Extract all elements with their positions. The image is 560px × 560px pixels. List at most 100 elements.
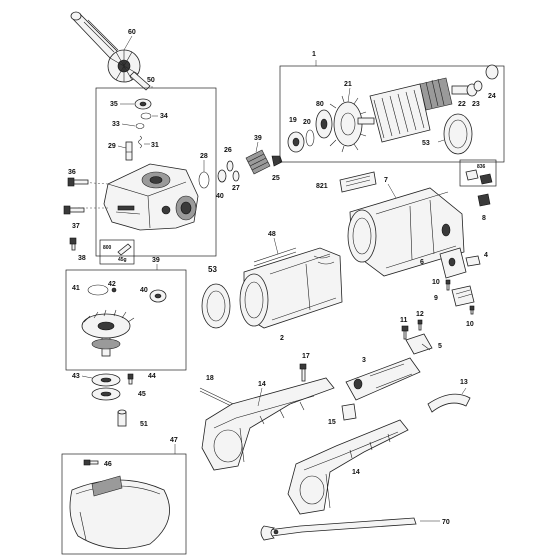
callout-19: 19 [289, 117, 297, 124]
fan-baffle-80 [315, 109, 333, 139]
nut-40-lower [149, 289, 167, 303]
callout-17: 17 [302, 353, 310, 360]
callout-821: 821 [316, 183, 328, 190]
callout-13: 13 [460, 379, 468, 386]
callout-37: 37 [72, 223, 80, 230]
bearing-19 [287, 131, 305, 153]
gear-head-group-box [95, 87, 217, 257]
motor-housing-7 [347, 187, 465, 277]
callout-2: 2 [280, 335, 284, 342]
callout-7: 7 [384, 177, 388, 184]
callout-11: 11 [400, 317, 408, 324]
callout-43: 43 [72, 373, 80, 380]
nut-25 [271, 155, 283, 167]
callout-26: 26 [224, 147, 232, 154]
callout-1: 1 [312, 51, 316, 58]
stator-2 [239, 247, 343, 329]
screw-10-b [469, 305, 475, 315]
armature-group-box [279, 65, 505, 163]
callout-31: 31 [151, 142, 159, 149]
side-handle [70, 11, 151, 91]
outer-flange-45 [91, 387, 121, 401]
grease-tube [117, 243, 132, 256]
brush-8 [477, 193, 491, 207]
screw-46 [83, 459, 99, 466]
callout-14-lower: 14 [352, 469, 360, 476]
o-ring-28 [198, 171, 210, 189]
guard-group-box [61, 453, 187, 555]
screw-10-a [445, 279, 451, 291]
callout-18: 18 [206, 375, 214, 382]
circlip-33 [135, 123, 145, 129]
callout-14-top: 14 [258, 381, 266, 388]
callout-39-top: 39 [254, 135, 262, 142]
grease-quantity: 45g [118, 257, 127, 263]
rear-handle-upper-14 [201, 377, 335, 471]
callout-10-a: 10 [432, 279, 440, 286]
callout-70: 70 [442, 519, 450, 526]
wheel-guard [69, 475, 170, 549]
callout-40-top: 40 [216, 193, 224, 200]
callout-80: 80 [316, 101, 324, 108]
callout-40-lower: 40 [140, 287, 148, 294]
brush-kit-part [465, 169, 479, 181]
callout-36: 36 [68, 169, 76, 176]
ring-53-lower [201, 283, 231, 329]
washer-40 [217, 169, 227, 183]
wire-48 [253, 247, 297, 267]
callout-60: 60 [128, 29, 136, 36]
spanner-70 [260, 517, 417, 541]
washer-20 [305, 129, 315, 147]
callout-51: 51 [140, 421, 148, 428]
spindle-lock-29 [125, 141, 133, 161]
callout-15: 15 [328, 419, 336, 426]
callout-8: 8 [482, 215, 486, 222]
callout-22: 22 [458, 101, 466, 108]
callout-45: 45 [138, 391, 146, 398]
callout-10-b: 10 [466, 321, 474, 328]
screw-12 [417, 319, 423, 331]
brush-holder-9 [451, 285, 475, 307]
callout-29: 29 [108, 143, 116, 150]
callout-48: 48 [268, 231, 276, 238]
callout-25: 25 [272, 175, 280, 182]
callout-44: 44 [148, 373, 156, 380]
callout-39-box: 39 [152, 257, 160, 264]
callout-27: 27 [232, 185, 240, 192]
circlip-34 [140, 112, 152, 120]
bearing-35 [134, 98, 152, 110]
callout-53-lower: 53 [208, 265, 217, 274]
callout-35: 35 [110, 101, 118, 108]
stud-51 [117, 409, 127, 427]
brush-kit-box [459, 159, 497, 187]
screw-11 [401, 325, 409, 340]
switch-plate-15 [341, 403, 357, 421]
callout-800: 800 [103, 245, 112, 251]
pinion-gear-39 [245, 149, 271, 175]
pin-42 [111, 287, 117, 293]
callout-47: 47 [170, 437, 178, 444]
callout-24: 24 [488, 93, 496, 100]
label-821 [339, 171, 377, 193]
ring-53-top [443, 113, 473, 155]
rear-handle-lower-14 [287, 419, 409, 515]
armature [357, 77, 469, 143]
washer-26 [226, 160, 234, 172]
callout-38: 38 [78, 255, 86, 262]
cap-24 [485, 64, 499, 80]
screw-36 [67, 177, 89, 187]
callout-53-top: 53 [422, 140, 430, 147]
callout-42: 42 [108, 281, 116, 288]
grease-box [99, 239, 135, 265]
callout-4: 4 [484, 252, 488, 259]
callout-33: 33 [112, 121, 120, 128]
callout-28: 28 [200, 153, 208, 160]
gear-housing [103, 163, 199, 231]
spring-31 [138, 135, 142, 149]
switch-6 [439, 247, 467, 279]
callout-3: 3 [362, 357, 366, 364]
spindle-group-box [65, 269, 187, 371]
callout-12: 12 [416, 311, 424, 318]
callout-6: 6 [420, 259, 424, 266]
